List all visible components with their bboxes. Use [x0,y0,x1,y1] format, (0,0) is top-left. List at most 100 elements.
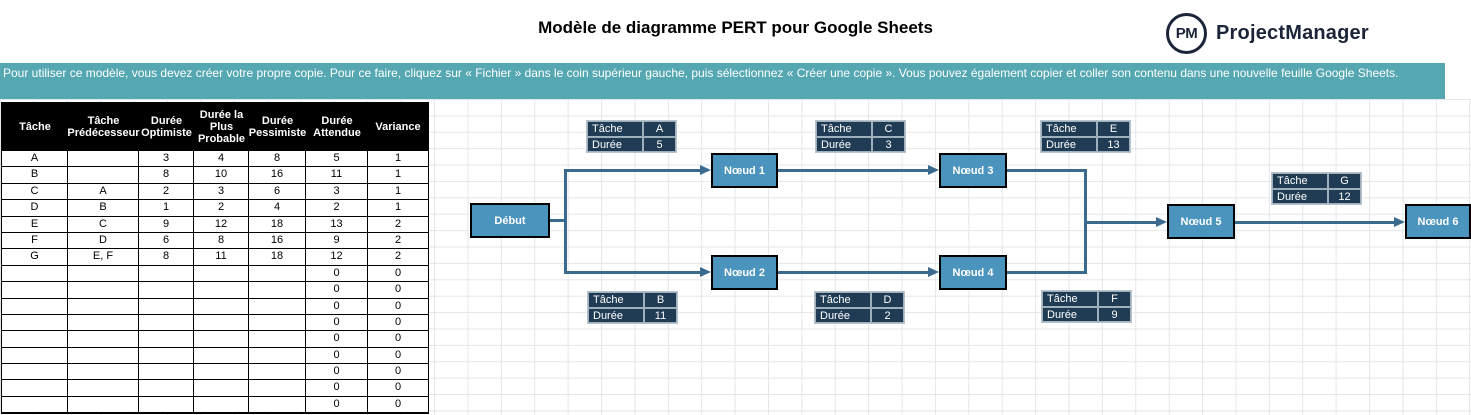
cell-r2-c6[interactable]: 11 [306,167,368,184]
cell-r2-c5[interactable]: 16 [249,167,306,184]
cell-r12-c7[interactable]: 0 [368,331,428,348]
cell-r12-c1[interactable] [2,331,68,348]
cell-r11-c1[interactable] [2,314,68,332]
cell-r6-c1[interactable]: F [2,232,68,250]
cell-r16-c5[interactable] [249,396,306,414]
cell-r8-c4[interactable] [194,265,249,283]
cell-r10-c7[interactable]: 0 [368,298,428,315]
cell-r3-c4[interactable]: 3 [194,183,249,201]
cell-r1-c2[interactable] [68,151,139,168]
cell-r16-c4[interactable] [194,396,249,414]
cell-r10-c6[interactable]: 0 [306,298,368,315]
cell-r8-c1[interactable] [2,265,68,283]
cell-r11-c6[interactable]: 0 [306,314,368,332]
pert-node-node1[interactable]: Nœud 1 [711,153,778,188]
cell-r5-c7[interactable]: 2 [368,216,428,233]
cell-r7-c7[interactable]: 2 [368,249,428,266]
cell-r11-c7[interactable]: 0 [368,314,428,332]
cell-r3-c2[interactable]: A [68,183,139,201]
cell-r5-c5[interactable]: 18 [249,216,306,233]
cell-r14-c3[interactable] [139,364,194,381]
task-value[interactable]: D [871,292,904,308]
cell-r7-c2[interactable]: E, F [68,249,139,266]
cell-r13-c2[interactable] [68,347,139,365]
cell-r3-c6[interactable]: 3 [306,183,368,201]
cell-r4-c4[interactable]: 2 [194,200,249,217]
pert-node-debut[interactable]: Début [470,203,550,238]
cell-r3-c7[interactable]: 1 [368,183,428,201]
cell-r5-c1[interactable]: E [2,216,68,233]
cell-r7-c3[interactable]: 8 [139,249,194,266]
cell-r4-c1[interactable]: D [2,200,68,217]
cell-r13-c1[interactable] [2,347,68,365]
cell-r9-c7[interactable]: 0 [368,282,428,299]
cell-r1-c1[interactable]: A [2,151,68,168]
cell-r11-c4[interactable] [194,314,249,332]
cell-r4-c7[interactable]: 1 [368,200,428,217]
cell-r12-c4[interactable] [194,331,249,348]
cell-r13-c3[interactable] [139,347,194,365]
duration-value[interactable]: 3 [872,136,905,152]
task-value[interactable]: F [1098,291,1131,307]
task-value[interactable]: C [872,121,905,137]
cell-r1-c3[interactable]: 3 [139,151,194,168]
cell-r5-c2[interactable]: C [68,216,139,233]
cell-r10-c1[interactable] [2,298,68,315]
cell-r15-c3[interactable] [139,380,194,397]
cell-r5-c4[interactable]: 12 [194,216,249,233]
cell-r11-c3[interactable] [139,314,194,332]
cell-r2-c1[interactable]: B [2,167,68,184]
pert-node-node2[interactable]: Nœud 2 [711,255,778,290]
cell-r12-c5[interactable] [249,331,306,348]
cell-r11-c5[interactable] [249,314,306,332]
pert-node-node4[interactable]: Nœud 4 [939,255,1007,290]
cell-r7-c1[interactable]: G [2,249,68,266]
cell-r6-c2[interactable]: D [68,232,139,250]
cell-r6-c5[interactable]: 16 [249,232,306,250]
cell-r13-c6[interactable]: 0 [306,347,368,365]
cell-r16-c6[interactable]: 0 [306,396,368,414]
pert-node-node3[interactable]: Nœud 3 [939,153,1007,188]
cell-r13-c5[interactable] [249,347,306,365]
cell-r15-c1[interactable] [2,380,68,397]
cell-r6-c7[interactable]: 2 [368,232,428,250]
cell-r8-c5[interactable] [249,265,306,283]
duration-value[interactable]: 5 [643,136,676,152]
cell-r14-c2[interactable] [68,364,139,381]
cell-r8-c3[interactable] [139,265,194,283]
cell-r9-c2[interactable] [68,282,139,299]
cell-r10-c4[interactable] [194,298,249,315]
cell-r12-c2[interactable] [68,331,139,348]
task-value[interactable]: G [1328,173,1361,189]
cell-r15-c4[interactable] [194,380,249,397]
cell-r1-c7[interactable]: 1 [368,151,428,168]
cell-r16-c3[interactable] [139,396,194,414]
cell-r11-c2[interactable] [68,314,139,332]
cell-r13-c4[interactable] [194,347,249,365]
cell-r3-c3[interactable]: 2 [139,183,194,201]
cell-r5-c6[interactable]: 13 [306,216,368,233]
cell-r13-c7[interactable]: 0 [368,347,428,365]
task-value[interactable]: B [644,292,677,308]
cell-r15-c6[interactable]: 0 [306,380,368,397]
cell-r14-c7[interactable]: 0 [368,364,428,381]
cell-r1-c6[interactable]: 5 [306,151,368,168]
task-value[interactable]: A [643,121,676,137]
cell-r4-c6[interactable]: 2 [306,200,368,217]
pert-node-node5[interactable]: Nœud 5 [1167,204,1235,239]
cell-r9-c4[interactable] [194,282,249,299]
duration-value[interactable]: 2 [871,307,904,323]
cell-r2-c7[interactable]: 1 [368,167,428,184]
cell-r12-c3[interactable] [139,331,194,348]
cell-r10-c5[interactable] [249,298,306,315]
cell-r8-c2[interactable] [68,265,139,283]
cell-r3-c1[interactable]: C [2,183,68,201]
cell-r15-c2[interactable] [68,380,139,397]
cell-r9-c1[interactable] [2,282,68,299]
cell-r1-c5[interactable]: 8 [249,151,306,168]
duration-value[interactable]: 12 [1328,188,1361,204]
cell-r10-c2[interactable] [68,298,139,315]
cell-r2-c4[interactable]: 10 [194,167,249,184]
cell-r1-c4[interactable]: 4 [194,151,249,168]
cell-r16-c2[interactable] [68,396,139,414]
